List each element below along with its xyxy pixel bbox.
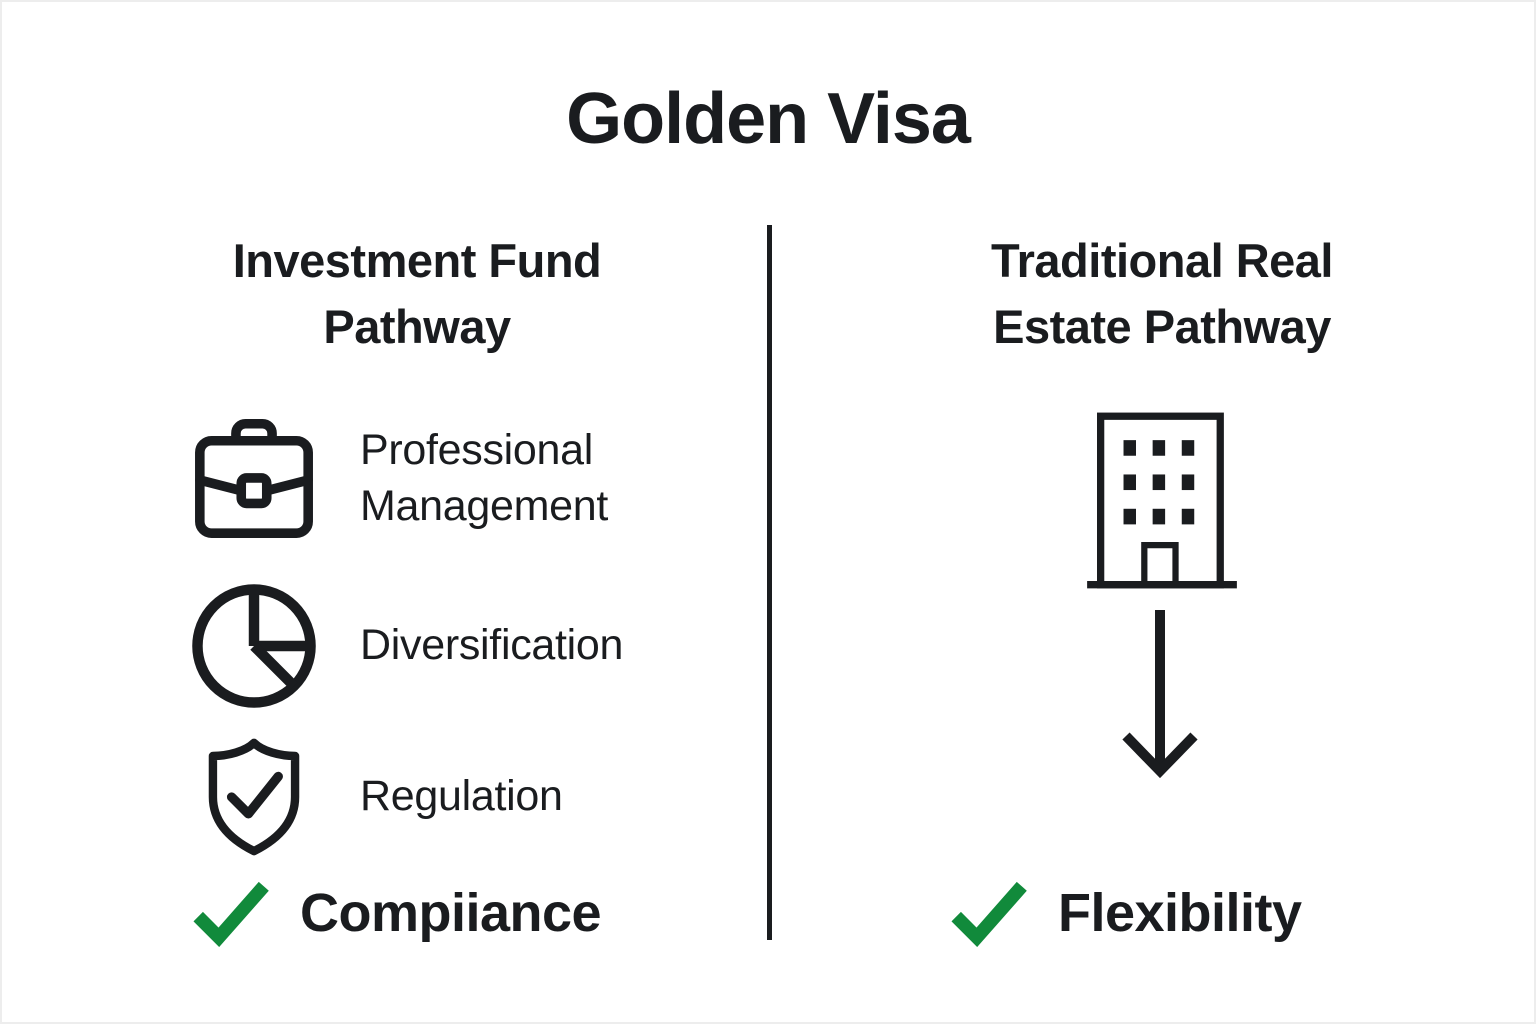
vertical-divider [767, 225, 772, 940]
feature-row-regulation: Regulation [184, 732, 563, 862]
feature-row-professional-management: Professional Management [184, 406, 640, 551]
benefit-label: Compiiance [300, 883, 602, 943]
check-icon [950, 879, 1028, 947]
right-column-heading: Traditional Real Estate Pathway [902, 228, 1422, 360]
briefcase-icon [184, 415, 324, 543]
feature-label: Regulation [360, 772, 563, 821]
shield-check-icon [184, 734, 324, 860]
check-icon [192, 879, 270, 947]
building-icon [1084, 412, 1240, 591]
feature-label: Professional Management [360, 425, 608, 530]
pie-chart-icon [184, 579, 324, 713]
benefit-row-compliance: Compiiance [192, 874, 602, 952]
left-column-heading: Investment Fund Pathway [142, 228, 692, 360]
right-column-heading-text: Traditional Real Estate Pathway [991, 234, 1333, 353]
page-title: Golden Visa [566, 79, 971, 159]
feature-row-diversification: Diversification [184, 578, 623, 714]
benefit-label: Flexibility [1058, 883, 1302, 943]
left-column-heading-text: Investment Fund Pathway [232, 234, 602, 353]
down-arrow-icon [1105, 606, 1215, 794]
feature-label: Diversification [360, 621, 624, 670]
benefit-row-flexibility: Flexibility [950, 874, 1302, 952]
